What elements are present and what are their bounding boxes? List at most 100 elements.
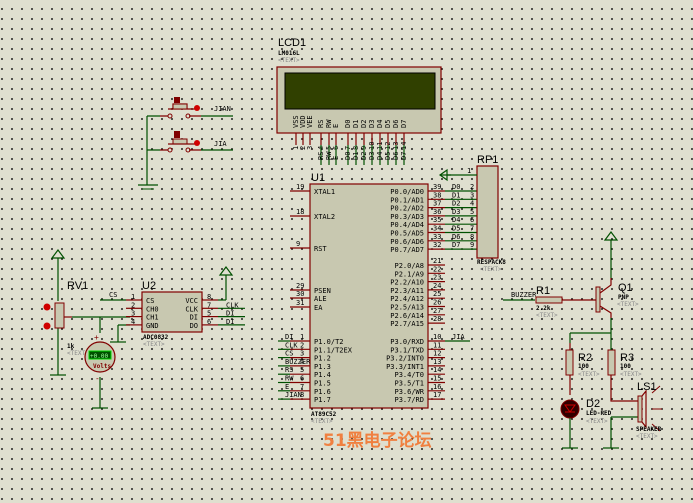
u1-pin-label: P0.6/AD6 xyxy=(390,238,424,246)
u2-pin-number: 4 xyxy=(131,318,135,326)
u1-pin-label: P1.5 xyxy=(314,380,331,388)
voltmeter[interactable]: +0.00 Volts + - xyxy=(84,317,116,409)
u1-pin-label: P0.0/AD0 xyxy=(390,188,424,196)
button-jian[interactable]: JIAN xyxy=(160,97,233,119)
rp1-pin-number: 5 xyxy=(470,208,474,216)
u1-pin-label: P1.1/T2EX xyxy=(314,346,353,354)
rp1-pin-number: 6 xyxy=(470,216,474,224)
r1-ref: R1 xyxy=(536,285,550,297)
u1-pin-number: 13 xyxy=(433,358,441,366)
u1-pin-number: 21 xyxy=(433,257,441,265)
d2-text: <TEXT> xyxy=(586,418,608,425)
u1-pin-number: 16 xyxy=(433,383,441,391)
u1-net-label: D6 xyxy=(452,233,460,241)
lcd-pin-label: D4 xyxy=(376,120,384,128)
u1-pin-number: 38 xyxy=(433,191,441,199)
lcd-pin-label: D1 xyxy=(352,120,360,128)
u1-net-label: D1 xyxy=(452,191,460,199)
button-jia[interactable]: JIA xyxy=(160,131,233,153)
d2-ref: D2 xyxy=(586,398,600,410)
u2-ref: U2 xyxy=(142,280,156,292)
d2-value: LED-RED xyxy=(586,410,612,417)
u1-pin-label: P0.7/AD7 xyxy=(390,246,424,254)
u1-pin-number: 39 xyxy=(433,183,441,191)
power-icon xyxy=(218,266,234,276)
u2-pin-label: GND xyxy=(146,322,159,330)
lcd-pin-label: E xyxy=(332,124,340,128)
u1-pin-number: 11 xyxy=(433,341,441,349)
lcd-pin-label: RS xyxy=(317,120,325,128)
lcd-text: <TEXT> xyxy=(278,57,300,64)
u1-pin-label: P0.2/AD2 xyxy=(390,205,424,213)
r1-value: 2.2k xyxy=(536,305,551,312)
u1-pin-number: 2 xyxy=(300,341,304,349)
u1-pin-label: P3.6/WR xyxy=(394,388,424,396)
rp1-pin-number: 2 xyxy=(470,183,474,191)
lcd-pin-number: 1 xyxy=(292,146,300,150)
lcd-net-label: E xyxy=(332,156,340,160)
u2-pin-label: DO xyxy=(190,322,198,330)
u2-pin-number: 6 xyxy=(207,318,211,326)
u2-net-label: DI xyxy=(226,310,234,318)
lcd-pin-label: D7 xyxy=(400,120,408,128)
u1-pin-label: P1.4 xyxy=(314,371,331,379)
u1-text: <TEXT> xyxy=(311,418,333,425)
u2-pin-label: CLK xyxy=(185,305,198,313)
r2-value: 100 xyxy=(578,363,589,370)
voltmeter-display: +0.00 xyxy=(90,353,108,360)
u1-component[interactable]: U1 AT89C52 <TEXT> 19XTAL118XTAL29RST29PS… xyxy=(278,172,477,425)
u2-net-label: CLK xyxy=(226,301,239,309)
u1-net-label: CS xyxy=(285,350,293,358)
u1-pin-number: 9 xyxy=(296,240,300,248)
u1-pin-label: P2.2/A10 xyxy=(390,279,424,287)
u1-pin-label: P2.7/A15 xyxy=(390,320,424,328)
u1-net-label: JIA xyxy=(452,333,465,341)
r3-ref: R3 xyxy=(620,352,634,364)
speaker-icon xyxy=(637,395,643,423)
u1-pin-number: 19 xyxy=(296,183,304,191)
rv1-value: 1k xyxy=(67,343,75,350)
lcd-net-label: D3 xyxy=(368,152,376,160)
u1-part: AT89C52 xyxy=(311,411,337,418)
rv1-indicator-up xyxy=(43,303,51,311)
rp1-pin-number: 3 xyxy=(470,191,474,199)
q1-text: <TEXT> xyxy=(617,301,639,308)
u1-pin-label: P1.2 xyxy=(314,355,331,363)
lcd-component[interactable]: LCD1 LM016L <TEXT> VSS1VDD2VEE3RS4RSRW5R… xyxy=(276,37,442,165)
u1-pin-number: 36 xyxy=(433,208,441,216)
u1-pin-label: P0.3/AD3 xyxy=(390,213,424,221)
u2-cs-net: CS xyxy=(109,291,117,299)
u1-pin-number: 7 xyxy=(300,383,304,391)
rv1-ref: RV1 xyxy=(67,280,88,292)
rv1-component[interactable]: RV1 1k <TEXT> xyxy=(43,249,131,376)
lcd-pin-label: D5 xyxy=(384,120,392,128)
u1-pin-number: 6 xyxy=(300,375,304,383)
u1-net-label: D5 xyxy=(452,225,460,233)
buzzer-circuit[interactable]: BUZZER R1 2.2k <TEXT> Q1 PNP <TEXT> R2 1… xyxy=(503,231,662,449)
u1-pin-number: 26 xyxy=(433,299,441,307)
lcd-net-label: D5 xyxy=(384,152,392,160)
power-icon xyxy=(50,249,66,259)
r2-body xyxy=(565,349,574,376)
lcd-net-label: RW xyxy=(325,151,333,160)
u1-pin-label: P2.3/A11 xyxy=(390,287,424,295)
u1-pin-label: P2.1/A9 xyxy=(394,270,424,278)
u1-pin-number: 24 xyxy=(433,282,441,290)
lcd-pin-label: D6 xyxy=(392,120,400,128)
rp1-ref: RP1 xyxy=(477,154,498,166)
u1-pin-label: P0.5/AD5 xyxy=(390,230,424,238)
u1-pin-label: P3.1/TXD xyxy=(390,346,424,354)
voltmeter-plus: + xyxy=(94,333,99,342)
u1-pin-number: 31 xyxy=(296,299,304,307)
rp1-pin-number: 7 xyxy=(470,225,474,233)
u1-pin-number: 34 xyxy=(433,225,441,233)
lcd-pin-label: VDD xyxy=(299,115,307,128)
u2-pin-number: 8 xyxy=(207,293,211,301)
lcd-pin-label: VSS xyxy=(292,115,300,128)
u1-pin-number: 33 xyxy=(433,233,441,241)
